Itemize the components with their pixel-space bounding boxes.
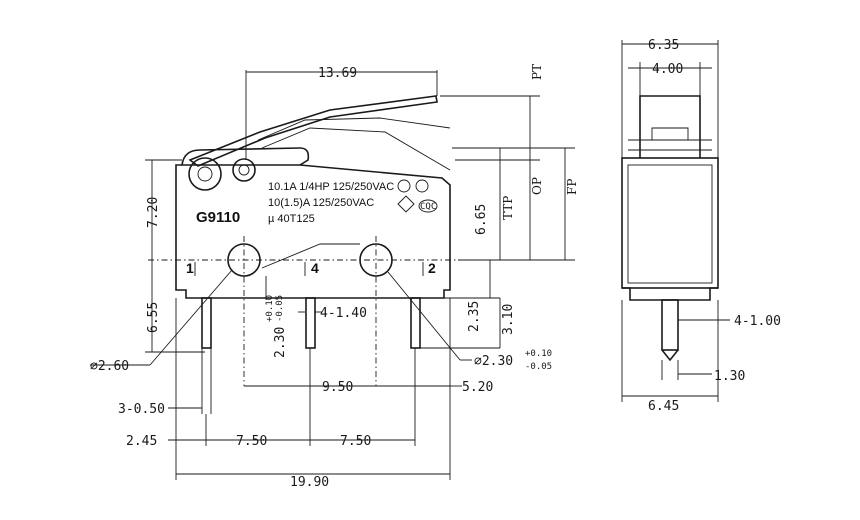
pivot-hole-large [188, 157, 222, 191]
dim-height-665: 6.65 [474, 204, 489, 235]
dim-pitch-a: 7.50 [236, 434, 267, 449]
label-op: OP [530, 177, 544, 195]
side-body-inner [627, 164, 713, 284]
ul-cert-logo [397, 179, 429, 193]
dim-pin-hole-tol-bottom: -0.05 [275, 295, 285, 322]
front-view: 10.1A 1/4HP 125/250VAC 10(1.5)A 125/250V… [148, 95, 470, 386]
dim-h-310: 3.10 [501, 304, 516, 335]
switch-body [175, 164, 451, 299]
cqc-cert-logo: CQC [397, 195, 438, 213]
pivot-hole-small [232, 158, 256, 182]
dim-offset-245: 2.45 [126, 434, 157, 449]
label-ttp: TTP [501, 196, 515, 220]
front-dimensions: 13.69 PT OP FP TTP 6.65 7.20 6.55 ∅2.60 … [90, 64, 579, 490]
pin-label-2: 2 [428, 260, 436, 276]
side-body [621, 157, 719, 289]
dim-pin-hole-tol-top: +0.10 [265, 295, 275, 322]
terminal-pin-4 [305, 297, 316, 349]
side-actuator-top [628, 127, 712, 151]
rating-line-2: 10(1.5)A 125/250VAC [268, 197, 374, 209]
dim-side-bottom-width: 6.45 [648, 399, 679, 414]
side-pin-tip [661, 349, 679, 362]
label-fp: FP [565, 179, 579, 195]
actuator-lever [188, 95, 438, 167]
rating-line-3: µ 40T125 [268, 213, 315, 225]
terminal-pin-2 [410, 297, 421, 349]
dim-dia-230-tol-bottom: -0.05 [525, 362, 552, 372]
dim-side-pin: 4-1.00 [734, 314, 781, 329]
label-pt: PT [530, 64, 544, 80]
dim-pitch-b: 7.50 [340, 434, 371, 449]
dim-span-950: 9.50 [322, 380, 353, 395]
pivot-hole-small-inner [238, 164, 250, 176]
pin-label-4: 4 [311, 260, 319, 276]
dim-pin-hole: 2.30 [273, 327, 288, 358]
internal-contact [261, 243, 360, 269]
model-number: G9110 [196, 209, 240, 226]
dim-side-actuator-width: 4.00 [652, 62, 683, 77]
lever-hinge [181, 147, 310, 166]
dim-top-length: 13.69 [318, 66, 357, 81]
side-pin [661, 299, 679, 351]
side-view: 6.35 4.00 4-1.00 1.30 6.45 [621, 38, 781, 414]
dim-side-top-width: 6.35 [648, 38, 679, 53]
dim-height-720: 7.20 [146, 197, 161, 228]
side-base [622, 287, 718, 301]
terminal-pin-1 [201, 297, 212, 349]
dim-pin-thick: 3-0.50 [118, 402, 165, 417]
side-actuator [639, 95, 701, 158]
dim-h-235: 2.35 [467, 301, 482, 332]
dim-total-length: 19.90 [290, 475, 329, 490]
dim-dia-230: ∅2.30 [474, 354, 513, 369]
rating-line-1: 10.1A 1/4HP 125/250VAC [268, 181, 394, 193]
dim-hole-dia: ∅2.60 [90, 359, 129, 374]
dim-pin-width: 4-1.40 [320, 306, 367, 321]
dim-dia-230-tol-top: +0.10 [525, 349, 552, 359]
dim-side-130: 1.30 [714, 369, 745, 384]
pivot-hole-large-inner [197, 166, 213, 182]
cqc-text: CQC [420, 202, 436, 212]
actuator-roller-arm [257, 117, 451, 171]
dim-lower-655: 6.55 [146, 302, 161, 333]
pin-label-1: 1 [186, 260, 194, 276]
dim-span-520: 5.20 [462, 380, 493, 395]
